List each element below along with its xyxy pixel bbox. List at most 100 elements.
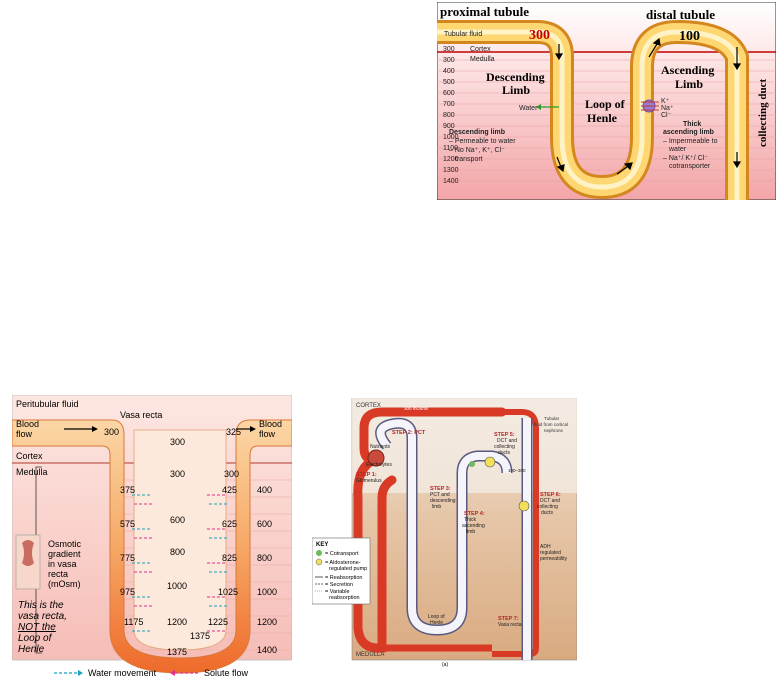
svg-text:Glomerulus: Glomerulus bbox=[356, 478, 382, 484]
top-value-left: 300 bbox=[104, 427, 119, 437]
svg-text:This is the: This is the bbox=[18, 600, 64, 611]
svg-text:300: 300 bbox=[443, 46, 455, 53]
svg-text:800: 800 bbox=[257, 553, 272, 563]
svg-text:1000: 1000 bbox=[443, 134, 459, 141]
electrolytes-label: Electrolytes bbox=[366, 462, 392, 468]
svg-text:ducts: ducts bbox=[541, 510, 553, 516]
tubule-highlight bbox=[437, 29, 740, 200]
svg-text:600: 600 bbox=[257, 519, 272, 529]
osmolarity-range: 100–300 bbox=[508, 468, 526, 473]
svg-text:1375: 1375 bbox=[167, 647, 187, 657]
svg-text:775: 775 bbox=[120, 553, 135, 563]
key-pump-icon bbox=[315, 558, 323, 566]
svg-text:ascending limb: ascending limb bbox=[663, 129, 714, 136]
cortex-label: CORTEX bbox=[356, 403, 381, 409]
svg-text:300: 300 bbox=[443, 57, 455, 64]
step-descriptions: Glomerulus PCT and descending limb Thick… bbox=[356, 438, 560, 628]
distal-tubule-label: distal tubule bbox=[646, 7, 715, 22]
blood-flow-left-label-2: flow bbox=[16, 429, 33, 439]
top-value-right: 325 bbox=[226, 427, 241, 437]
svg-text:cotransporter: cotransporter bbox=[669, 163, 711, 170]
svg-text:limb: limb bbox=[432, 504, 441, 510]
blood-flow-in-arrowhead bbox=[92, 426, 98, 432]
svg-text:400: 400 bbox=[257, 485, 272, 495]
step-labels: STEP 1: STEP 2: PCT STEP 3: STEP 4: STEP… bbox=[356, 430, 561, 622]
svg-text:STEP 2: PCT: STEP 2: PCT bbox=[392, 430, 426, 436]
svg-text:= Variable: = Variable bbox=[325, 589, 350, 595]
svg-text:1375: 1375 bbox=[190, 631, 210, 641]
blood-flow-right-label-2: flow bbox=[259, 429, 276, 439]
key-entries: = Cotransport = Aldosterone- regulated p… bbox=[325, 551, 367, 601]
svg-text:fluid from cortical: fluid from cortical bbox=[534, 422, 568, 427]
osmotic-gradient-label: Osmotic gradient in vasa recta (mOsm) bbox=[48, 539, 82, 589]
svg-text:425: 425 bbox=[222, 485, 237, 495]
svg-text:descending: descending bbox=[430, 498, 456, 504]
svg-text:STEP 1:: STEP 1: bbox=[356, 472, 377, 478]
svg-text:1100: 1100 bbox=[443, 145, 458, 152]
vasa-recta-diagram: Peritubular fluid Vasa recta Blood flow … bbox=[11, 394, 293, 687]
ascending-limb-label-1: Ascending bbox=[661, 63, 714, 77]
water-movement-legend-arrow bbox=[78, 670, 83, 676]
aldosterone-pump-icon-2 bbox=[518, 500, 530, 512]
svg-text:400: 400 bbox=[443, 68, 455, 75]
scale-gridlines bbox=[437, 59, 776, 182]
svg-text:STEP 5:: STEP 5: bbox=[494, 432, 515, 438]
svg-text:– Permeable to water: – Permeable to water bbox=[449, 138, 516, 145]
solute-flow-legend-arrow bbox=[170, 670, 175, 676]
tubular-fluid-label: Tubular fluid bbox=[444, 31, 482, 38]
vasa-recta-label: Vasa recta bbox=[120, 410, 162, 420]
svg-text:Loop of: Loop of bbox=[18, 633, 53, 644]
vasa-recta-vessel bbox=[11, 419, 293, 674]
svg-text:K⁺: K⁺ bbox=[661, 98, 670, 105]
svg-text:nephrons: nephrons bbox=[544, 428, 564, 433]
panel-label: (a) bbox=[442, 662, 448, 668]
vasa-recta-svg: Peritubular fluid Vasa recta Blood flow … bbox=[11, 394, 293, 678]
svg-text:800: 800 bbox=[170, 547, 185, 557]
svg-text:500: 500 bbox=[443, 79, 455, 86]
svg-text:575: 575 bbox=[120, 519, 135, 529]
svg-text:1200: 1200 bbox=[257, 617, 277, 627]
nutrients-label: Nutrients bbox=[370, 444, 391, 450]
ascending-limb-label-2: Limb bbox=[675, 77, 703, 91]
cortex-label: Cortex bbox=[470, 46, 491, 53]
svg-text:= Cotransport: = Cotransport bbox=[325, 551, 359, 557]
osmolarity-scale: 300 300 400 500 600 700 800 900 1000 110… bbox=[443, 46, 459, 185]
svg-text:STEP 4:: STEP 4: bbox=[464, 511, 485, 517]
medulla-label: Medulla bbox=[16, 467, 48, 477]
svg-text:STEP 7:: STEP 7: bbox=[498, 616, 519, 622]
svg-text:Tubular: Tubular bbox=[544, 416, 560, 421]
key-cotransport-icon bbox=[316, 550, 322, 556]
water-label: Water bbox=[519, 105, 538, 112]
svg-text:= Secretion: = Secretion bbox=[325, 582, 353, 588]
solute-flow-legend-label: Solute flow bbox=[204, 668, 249, 678]
svg-text:300: 300 bbox=[224, 469, 239, 479]
svg-text:Descending limb: Descending limb bbox=[449, 129, 505, 136]
svg-text:ducts: ducts bbox=[498, 450, 510, 456]
svg-text:1000: 1000 bbox=[167, 581, 187, 591]
flow-arrows bbox=[554, 37, 742, 175]
proximal-tubule-label: proximal tubule bbox=[440, 4, 529, 19]
nephron-tubule bbox=[376, 419, 511, 635]
svg-text:Thick: Thick bbox=[464, 517, 476, 523]
water-arrowhead bbox=[536, 104, 541, 110]
svg-text:1400: 1400 bbox=[443, 178, 459, 185]
svg-text:300: 300 bbox=[170, 469, 185, 479]
loop-of-henle-label-1: Loop of bbox=[585, 97, 626, 111]
svg-text:ascending: ascending bbox=[462, 523, 485, 529]
svg-text:permeability: permeability bbox=[540, 556, 567, 562]
svg-text:Cl⁻: Cl⁻ bbox=[661, 112, 672, 119]
exchange-arrows bbox=[132, 494, 227, 632]
svg-text:Henle: Henle bbox=[18, 644, 45, 655]
descending-limb-label-2: Limb bbox=[502, 83, 530, 97]
svg-text:(mOsm): (mOsm) bbox=[48, 579, 81, 589]
cotransport-icon bbox=[469, 461, 475, 467]
cortex-label: Cortex bbox=[16, 451, 43, 461]
svg-text:reabsorption: reabsorption bbox=[329, 595, 360, 601]
svg-text:1000: 1000 bbox=[257, 587, 277, 597]
svg-text:regulated: regulated bbox=[540, 550, 561, 556]
svg-text:recta: recta bbox=[48, 569, 68, 579]
blood-flow-left-label-1: Blood bbox=[16, 419, 39, 429]
svg-text:STEP 6:: STEP 6: bbox=[540, 492, 561, 498]
nephron-steps-diagram: KEY = Cotransport = Aldosterone- regulat… bbox=[311, 397, 578, 668]
medulla-label: Medulla bbox=[470, 56, 495, 63]
